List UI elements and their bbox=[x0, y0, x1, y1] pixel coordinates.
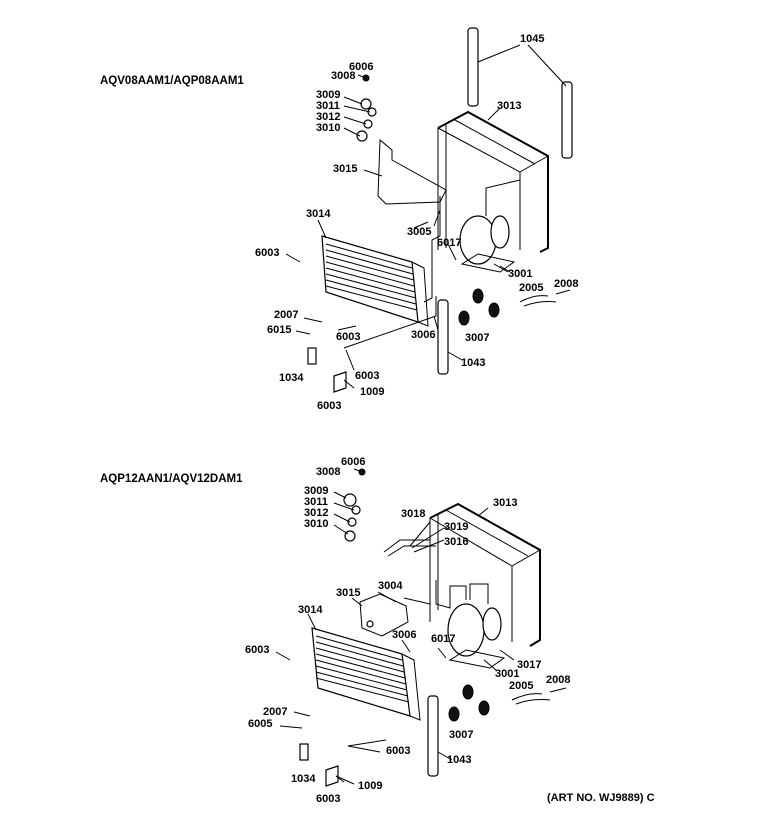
label-2007-b: 2007 bbox=[263, 706, 287, 718]
part-1043-strip-top bbox=[437, 299, 449, 375]
label-3008: 3008 bbox=[331, 70, 355, 82]
label-6003-c-b: 6003 bbox=[316, 793, 340, 805]
label-3007: 3007 bbox=[465, 332, 489, 344]
leader-lines-top bbox=[285, 221, 509, 371]
label-3015-b: 3015 bbox=[336, 587, 360, 599]
label-3010-b: 3010 bbox=[304, 518, 328, 530]
part-brackets-bottom bbox=[299, 743, 355, 787]
part-1043-strip-bottom bbox=[427, 695, 439, 777]
label-3018-b: 3018 bbox=[401, 508, 425, 520]
leader-lines-bottom bbox=[275, 521, 515, 783]
label-3015: 3015 bbox=[333, 163, 357, 175]
label-1043: 1043 bbox=[461, 357, 485, 369]
label-6015: 6015 bbox=[267, 324, 291, 336]
part-3015-bracket bbox=[363, 138, 447, 205]
part-tubing-top bbox=[343, 196, 441, 349]
label-3017-b: 3017 bbox=[517, 659, 541, 671]
part-3001-compressor-bottom bbox=[447, 603, 506, 669]
part-fasteners-bottom bbox=[333, 468, 366, 542]
label-3016-b: 3016 bbox=[444, 536, 468, 548]
label-6003-a-b: 6003 bbox=[245, 644, 269, 656]
label-3009-b: 3009 bbox=[304, 485, 328, 497]
label-6003-b: 6003 bbox=[336, 331, 360, 343]
label-3010: 3010 bbox=[316, 122, 340, 134]
label-3009: 3009 bbox=[316, 89, 340, 101]
label-6006: 6006 bbox=[349, 61, 373, 73]
label-3011: 3011 bbox=[316, 100, 340, 112]
label-6003-b-b: 6003 bbox=[386, 745, 410, 757]
label-2005: 2005 bbox=[519, 282, 543, 294]
label-6017-b: 6017 bbox=[431, 633, 455, 645]
label-1043-b: 1043 bbox=[447, 754, 471, 766]
label-3011-b: 3011 bbox=[304, 496, 328, 508]
part-3014-evaporator-bottom bbox=[307, 613, 421, 721]
part-3013-condenser-bottom bbox=[429, 502, 541, 647]
label-3012-b: 3012 bbox=[304, 507, 328, 519]
label-1034-b: 1034 bbox=[291, 773, 316, 785]
label-2008: 2008 bbox=[554, 278, 578, 290]
part-fasteners-top bbox=[343, 74, 377, 142]
bottom-model-title: AQP12AAN1/AQV12DAM1 bbox=[100, 473, 243, 485]
bottom-assembly: AQP12AAN1/AQV12DAM1 bbox=[100, 456, 655, 805]
label-1009-b: 1009 bbox=[358, 780, 382, 792]
part-3013-condenser bbox=[437, 107, 549, 253]
part-3007-grommets-top bbox=[458, 288, 500, 326]
label-3004-b: 3004 bbox=[378, 580, 403, 592]
top-assembly: AQV08AAM1/AQP08AAM1 bbox=[100, 27, 578, 412]
label-2008-b: 2008 bbox=[546, 674, 570, 686]
part-3007-grommets-bottom bbox=[448, 684, 490, 722]
part-1045-strips bbox=[467, 27, 573, 159]
label-1009: 1009 bbox=[360, 386, 384, 398]
label-6003-a: 6003 bbox=[255, 247, 279, 259]
label-6003-d: 6003 bbox=[317, 400, 341, 412]
label-3006-b: 3006 bbox=[392, 629, 416, 641]
part-wiring-bottom bbox=[511, 687, 567, 705]
top-model-title: AQV08AAM1/AQP08AAM1 bbox=[100, 75, 244, 87]
label-3012: 3012 bbox=[316, 111, 340, 123]
part-3001-compressor bbox=[459, 179, 521, 273]
part-wiring-top bbox=[519, 289, 571, 307]
label-1034: 1034 bbox=[279, 372, 304, 384]
label-3001-b: 3001 bbox=[495, 668, 519, 680]
label-3001: 3001 bbox=[508, 268, 532, 280]
label-3005: 3005 bbox=[407, 226, 431, 238]
label-3006: 3006 bbox=[411, 329, 435, 341]
label-6017: 6017 bbox=[437, 237, 461, 249]
label-3013: 3013 bbox=[497, 100, 521, 112]
label-3007-b: 3007 bbox=[449, 729, 473, 741]
label-6006-b: 6006 bbox=[341, 456, 365, 468]
label-3013-b: 3013 bbox=[493, 497, 517, 509]
label-3008-b: 3008 bbox=[316, 466, 340, 478]
label-6003-c: 6003 bbox=[355, 370, 379, 382]
label-3014-b: 3014 bbox=[298, 604, 323, 616]
label-1045: 1045 bbox=[520, 33, 544, 45]
label-2005-b: 2005 bbox=[509, 680, 533, 692]
part-brackets-top bbox=[307, 347, 355, 393]
art-number: (ART NO. WJ9889) C bbox=[547, 792, 655, 804]
part-3015-bracket-bottom bbox=[359, 593, 409, 637]
label-6005-b: 6005 bbox=[248, 718, 272, 730]
label-3019-b: 3019 bbox=[444, 521, 468, 533]
label-2007: 2007 bbox=[274, 309, 298, 321]
label-3014: 3014 bbox=[306, 208, 331, 220]
